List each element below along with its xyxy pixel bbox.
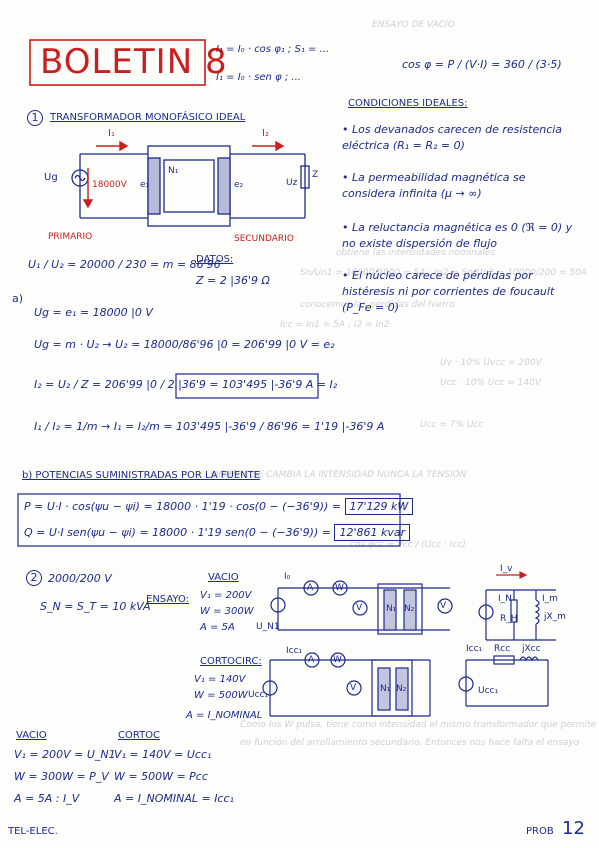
iv-label: I_v — [500, 564, 513, 574]
n1-label: N₁ — [168, 166, 179, 176]
wattmeter-w: W — [335, 583, 344, 593]
section-1-heading: TRANSFORMADOR MONOFÁSICO IDEAL — [50, 112, 246, 123]
page-title: BOLETIN 8 — [40, 42, 228, 82]
e1-label: e₁ — [140, 180, 150, 190]
n2-label-3: N₂ — [396, 684, 407, 694]
cortoc-w: W = 500W — [194, 690, 248, 701]
summary-cortoc-line: W = 500W = Pcc — [114, 770, 208, 783]
top-formula-2: I₁ = I₀ · sen φ ; ... — [216, 72, 301, 83]
im-label: I_m — [542, 594, 558, 604]
p-formula: P = U·I · cos(ψu − ψi) = 18000 · 1'19 · … — [24, 498, 414, 515]
summary-vacio-title: VACIO — [16, 730, 47, 741]
voltage-label: 18000V — [92, 180, 127, 190]
ghost-text: Ucc = 7% Ucc — [420, 420, 484, 430]
section-1-number: 1 — [27, 110, 43, 126]
q-formula: Q = U·I sen(ψu − ψi) = 18000 · 1'19 sen(… — [24, 524, 411, 541]
datos-value: Z = 2 |36'9 Ω — [196, 274, 270, 287]
footer-prob-label: PROB — [526, 826, 554, 837]
p-result: 17'129 kW — [344, 498, 414, 515]
section-b-heading: b) POTENCIAS SUMINISTRADAS POR LA FUENTE — [22, 470, 261, 481]
footer-left: TEL-ELEC. — [8, 826, 58, 837]
summary-cortoc-line: A = I_NOMINAL = Icc₁ — [114, 792, 234, 805]
in-label: I_N — [498, 594, 512, 604]
jxm-label: jX_m — [544, 612, 566, 622]
condition-item: • La permeabilidad magnética se consider… — [342, 171, 526, 200]
a-line-4: I₁ / I₂ = 1/m → I₁ = I₂/m = 103'495 |-36… — [34, 420, 385, 433]
vacio-a: A = 5A — [200, 622, 235, 633]
ghost-text: obtiene las intensidades nominales — [336, 248, 496, 258]
top-formula-1: I₁ = I₀ · cos φ₁ ; S₁ = ... — [216, 44, 330, 55]
summary-cortoc-title: CORTOC — [118, 730, 161, 741]
ghost-text: Como los W pulsa, tiene como intensidad … — [240, 720, 596, 730]
summary-cortoc-line: V₁ = 140V = Ucc₁ — [114, 748, 212, 761]
cortoc-label: CORTOCIRC: — [200, 656, 262, 667]
q-result: 12'861 kvar — [334, 524, 411, 541]
cortoc-v: V₁ = 140V — [194, 674, 246, 685]
ghost-text: cos φcc = Pcc / (Ucc · Icc) — [350, 540, 466, 550]
vacio-w: W = 300W — [200, 606, 254, 617]
ammeter-a: A — [307, 583, 314, 593]
icc1-label: Icc₁ — [286, 646, 303, 656]
condition-item: • El núcleo carece de pérdidas por histé… — [342, 269, 555, 314]
un1-label: U_N1 — [256, 622, 280, 632]
a-line-1: Ug = e₁ = 18000 |0 V — [34, 306, 153, 319]
rcc-label: Rcc — [494, 644, 511, 654]
ghost-text: Uv · 10% Uvcc = 200V — [440, 358, 542, 368]
n1-label-3: N₁ — [380, 684, 391, 694]
ghost-text: Ucc · 10% Ucc = 140V — [440, 378, 542, 388]
summary-vacio-line: W = 300W = P_V — [14, 770, 109, 783]
ensayo-label: ENSAYO: — [146, 594, 190, 605]
condition-item: • Los devanados carecen de resistencia e… — [342, 123, 563, 152]
section-2-number: 2 — [26, 570, 42, 586]
e2-label: e₂ — [234, 180, 244, 190]
rh-label: R_H — [500, 614, 518, 624]
ratio-formula: U₁ / U₂ = 20000 / 230 = m = 86'96 — [28, 258, 221, 271]
wattmeter-w-cc: W — [333, 655, 342, 665]
ghost-text: conocemos las pérdidas del hierro — [300, 300, 455, 310]
section-2-sn: S_N = S_T = 10 kVA — [40, 600, 151, 613]
primary-label: PRIMARIO — [48, 232, 93, 242]
i1-label: I₁ — [108, 128, 115, 139]
footer-page-number: 12 — [562, 818, 585, 839]
cortoc-a: A = I_NOMINAL — [186, 710, 263, 721]
i2-label: I₂ — [262, 128, 269, 139]
ug-label: Ug — [44, 172, 58, 183]
ucc1-label-eq: Ucc₁ — [478, 686, 499, 696]
ghost-text: Icc = In1 = 5A ; I2 = In2 — [280, 320, 390, 330]
ghost-text: en función del arrollamiento secundario.… — [240, 738, 580, 748]
summary-vacio-line: A = 5A : I_V — [14, 792, 80, 805]
jxcc-label: jXcc — [522, 644, 541, 654]
top-formula-right: cos φ = P / (V·I) = 360 / (3·5) — [402, 58, 562, 71]
ghost-text: SIEMPRE SE CAMBIA LA INTENSIDAD NUNCA LA… — [210, 470, 467, 480]
n2-label-2: N₂ — [404, 604, 415, 614]
condition-item: • La reluctancia magnética es 0 (ℜ = 0) … — [342, 221, 573, 250]
ucc1-label: Ucc₁ — [248, 690, 269, 700]
voltmeter-v2: V — [440, 601, 447, 611]
secondary-label: SECUNDARIO — [234, 234, 294, 244]
icc1-label-eq: Icc₁ — [466, 644, 483, 654]
n1-label-2: N₁ — [386, 604, 397, 614]
uz-label: Uz — [286, 178, 298, 188]
datos-label: DATOS: — [196, 254, 234, 265]
ghost-text: ENSAYO DE VACÍO — [372, 20, 455, 30]
summary-vacio-line: V₁ = 200V = U_N1 — [14, 748, 116, 761]
vacio-v: V₁ = 200V — [200, 590, 252, 601]
ammeter-a-cc: A — [308, 655, 315, 665]
a-line-2: Ug = m · U₂ → U₂ = 18000/86'96 |0 = 206'… — [34, 338, 335, 351]
section-2-rating: 2000/200 V — [48, 572, 112, 585]
part-a-label: a) — [12, 292, 24, 305]
conditions-heading: CONDICIONES IDEALES: — [348, 98, 468, 109]
voltmeter-v: V — [356, 603, 363, 613]
z-label: Z — [312, 170, 319, 180]
voltmeter-v-cc: V — [350, 683, 357, 693]
ghost-text: Sn/Un1 = 10000/2000 = 5A ; In2 = Sn/Un2 … — [300, 268, 587, 278]
vacio-label: VACIO — [208, 572, 239, 583]
a-line-3: I₂ = U₂ / Z = 206'99 |0 / 2 |36'9 = 103'… — [34, 378, 338, 391]
i0-label: I₀ — [284, 572, 291, 582]
